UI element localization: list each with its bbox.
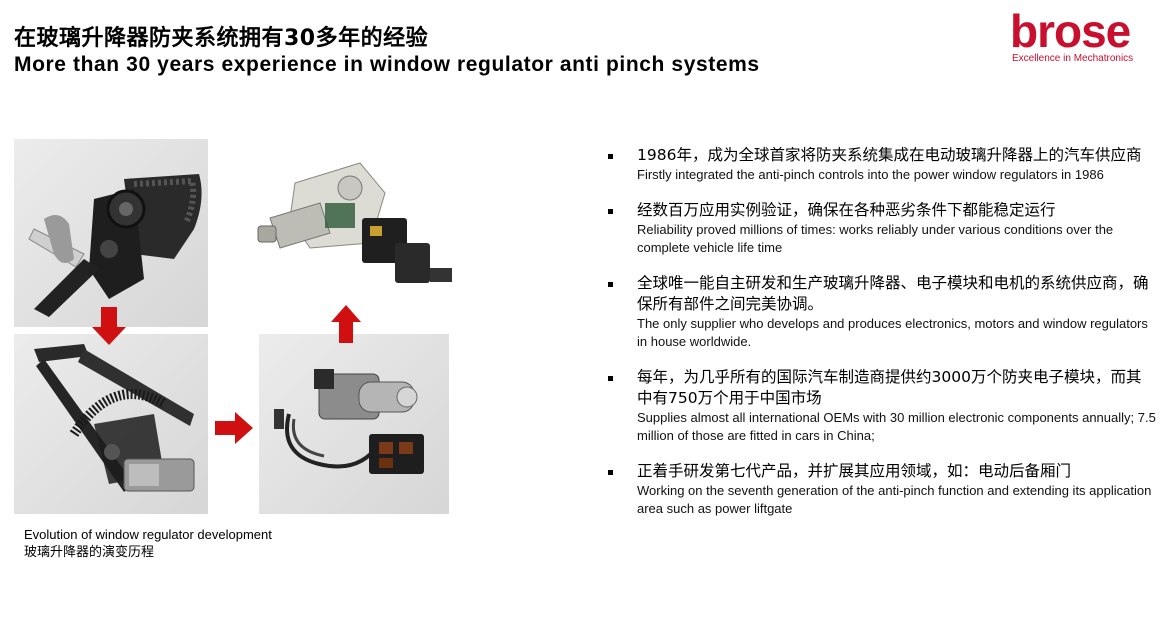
bullet-square-icon (608, 375, 613, 381)
bullet-text-en: Working on the seventh generation of the… (637, 482, 1152, 517)
bullet-square-icon (608, 281, 613, 287)
logo-wordmark: brose (1010, 5, 1131, 57)
bullet-text-cn: 1986年，成为全球首家将防夹系统集成在电动玻璃升降器上的汽车供应商 (637, 146, 1142, 164)
bullet-square-icon (608, 469, 613, 475)
bullet-text-en: Firstly integrated the anti-pinch contro… (637, 167, 1104, 182)
figure-caption: Evolution of window regulator developmen… (24, 526, 272, 562)
bullet-text-en: The only supplier who develops and produ… (637, 315, 1148, 350)
page-title-cn: 在玻璃升降器防夹系统拥有30多年的经验 (14, 26, 429, 51)
list-item: 全球唯一能自主研发和生产玻璃升降器、电子模块和电机的系统供应商，确保所有部件之间… (608, 273, 1156, 352)
modern-motor-module-photo (250, 148, 460, 293)
list-item: 正着手研发第七代产品，并扩展其应用领域，如：电动后备厢门 Working on … (608, 461, 1156, 519)
page-title-en: More than 30 years experience in window … (14, 53, 760, 76)
caption-en: Evolution of window regulator developmen… (24, 527, 272, 542)
bullet-text-cn: 全球唯一能自主研发和生产玻璃升降器、电子模块和电机的系统供应商，确保所有部件之间… (637, 273, 1149, 313)
list-item: 每年，为几乎所有的国际汽车制造商提供约3000万个防夹电子模块，而其中有750万… (608, 367, 1156, 446)
list-item: 1986年，成为全球首家将防夹系统集成在电动玻璃升降器上的汽车供应商 First… (608, 145, 1156, 185)
bullet-square-icon (608, 208, 613, 214)
bullet-list: 1986年，成为全球首家将防夹系统集成在电动玻璃升降器上的汽车供应商 First… (608, 145, 1156, 534)
bullet-text-cn: 经数百万应用实例验证，确保在各种恶劣条件下都能稳定运行 (637, 200, 1056, 219)
bullet-text-cn: 正着手研发第七代产品，并扩展其应用领域，如：电动后备厢门 (637, 461, 1072, 480)
bullet-text-cn: 每年，为几乎所有的国际汽车制造商提供约3000万个防夹电子模块，而其中有750万… (637, 367, 1142, 407)
down-arrow-icon (92, 307, 126, 345)
manual-crank-regulator-photo (14, 139, 208, 327)
brose-logo: brose Excellence in Mechatronics (1008, 5, 1160, 66)
bullet-text-en: Supplies almost all international OEMs w… (637, 409, 1156, 444)
logo-tagline: Excellence in Mechatronics (1012, 53, 1134, 64)
bullet-square-icon (608, 154, 613, 159)
right-arrow-icon (215, 412, 253, 444)
caption-cn: 玻璃升降器的演变历程 (24, 545, 155, 560)
up-arrow-icon (331, 305, 361, 343)
electric-arm-regulator-photo (14, 334, 208, 514)
list-item: 经数百万应用实例验证，确保在各种恶劣条件下都能稳定运行 Reliability … (608, 200, 1156, 258)
bullet-text-en: Reliability proved millions of times: wo… (637, 221, 1114, 256)
motor-with-module-photo (259, 334, 449, 514)
